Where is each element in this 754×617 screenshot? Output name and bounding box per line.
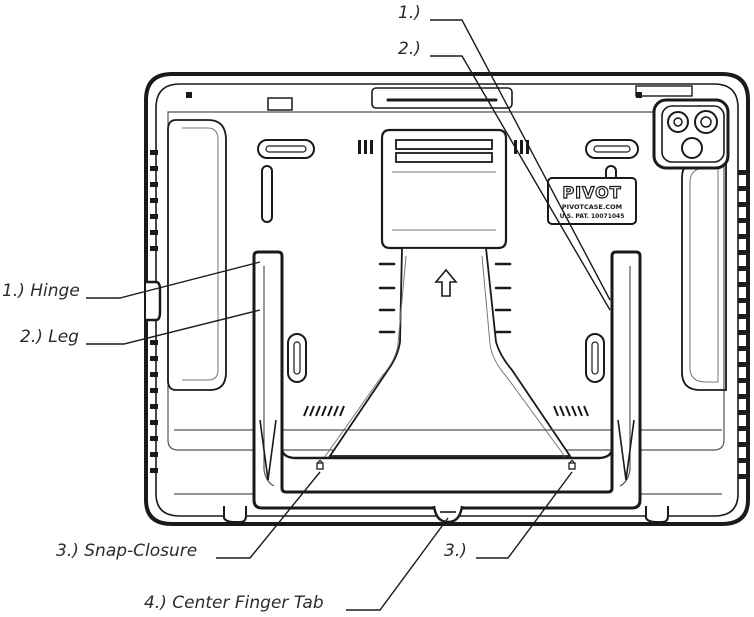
center-stand-inner-right xyxy=(481,255,567,459)
left-side-pad xyxy=(167,119,227,391)
left-lower-oval-grip xyxy=(287,333,307,383)
center-stand-panel xyxy=(328,247,572,457)
callout-leg-top: 2.) xyxy=(398,39,421,59)
hinge-grip-band-2 xyxy=(395,152,493,163)
camera-module-inner xyxy=(661,105,725,163)
callout-snap-closure-right: 3.) xyxy=(444,541,467,561)
camera-module xyxy=(652,98,730,170)
top-screw-dots xyxy=(186,92,642,98)
top-slot-right xyxy=(635,85,693,97)
leader-hinge xyxy=(86,261,261,299)
leader-hinge-top xyxy=(430,19,611,301)
center-finger-tab xyxy=(432,505,464,524)
center-stand-inner-left xyxy=(323,255,407,459)
right-snap-closure-icon xyxy=(568,459,576,470)
logo-text: PIVOT xyxy=(562,183,621,202)
right-grip-ridges xyxy=(738,170,746,479)
right-leg-tip xyxy=(617,419,635,481)
leader-lines xyxy=(86,19,611,611)
left-side-notch xyxy=(146,280,162,322)
hinge-plate xyxy=(380,128,508,250)
up-arrow-icon xyxy=(434,268,458,297)
callout-snap-closure: 3.) Snap-Closure xyxy=(56,541,198,561)
camera-lens-2-icon xyxy=(694,110,718,134)
left-top-vents xyxy=(358,140,373,154)
leader-leg-top xyxy=(430,55,611,311)
bottom-left-foot xyxy=(223,506,247,523)
hinge-grip-band-1 xyxy=(395,139,493,150)
left-lower-vents xyxy=(303,405,345,417)
right-lower-vents xyxy=(553,405,589,417)
u-leg-inner-line xyxy=(263,266,631,487)
left-vertical-slot xyxy=(261,165,273,223)
upper-right-oval-slot xyxy=(585,139,639,159)
left-leg-tip xyxy=(259,419,277,481)
callout-center-finger-tab: 4.) Center Finger Tab xyxy=(144,593,324,613)
callout-leg: 2.) Leg xyxy=(20,327,79,347)
camera-lens-3-icon xyxy=(681,137,703,159)
top-slot-left xyxy=(267,97,293,111)
leader-finger-tab xyxy=(346,517,449,611)
patent-text: U.S. PAT. 10071045 xyxy=(560,213,625,220)
left-side-pad-inner xyxy=(182,127,219,381)
logo-url-text: PIVOTCASE.COM xyxy=(562,203,622,211)
callout-hinge-top: 1.) xyxy=(398,3,421,23)
left-snap-closure-icon xyxy=(316,459,324,470)
logo-plate xyxy=(547,177,637,225)
upper-left-oval-slot xyxy=(257,139,315,159)
right-side-pad-inner xyxy=(689,167,719,383)
left-grip-ridges xyxy=(150,150,158,473)
case-inner-panel xyxy=(167,111,725,451)
bottom-right-foot xyxy=(645,506,669,523)
callout-hinge: 1.) Hinge xyxy=(2,281,80,301)
case-inner-rim xyxy=(155,83,739,517)
top-button-bar xyxy=(371,87,513,109)
leader-snap-left xyxy=(216,471,321,559)
leader-leg xyxy=(86,309,261,345)
right-tick-marks xyxy=(494,262,512,334)
u-leg-crossbar xyxy=(280,449,614,460)
right-lower-oval-grip xyxy=(585,333,605,383)
camera-lens-1-icon xyxy=(667,111,689,133)
left-tick-marks xyxy=(378,262,396,334)
leader-snap-right xyxy=(476,471,573,559)
u-leg-outer xyxy=(252,250,642,510)
